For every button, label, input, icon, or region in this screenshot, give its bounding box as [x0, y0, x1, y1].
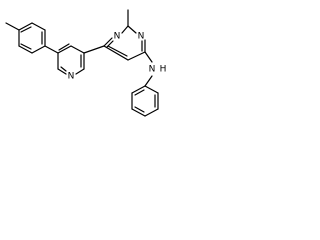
- bond: [144, 85, 159, 94]
- pyrimidine-n3-label: N: [138, 32, 145, 42]
- bond: [127, 25, 137, 34]
- bonds: [5, 9, 159, 117]
- bond: [144, 108, 159, 117]
- bond: [5, 22, 20, 31]
- bond: [103, 45, 129, 61]
- atom-labels: N N N N H: [68, 32, 167, 82]
- bond: [44, 45, 59, 54]
- bond: [131, 85, 146, 94]
- structure-canvas: N N N N H: [0, 0, 189, 121]
- bond: [60, 66, 67, 72]
- bond: [20, 43, 32, 50]
- bond: [20, 26, 32, 33]
- bond: [121, 25, 129, 34]
- bond: [144, 51, 153, 63]
- bond: [107, 45, 128, 57]
- bond: [131, 108, 146, 117]
- bond: [31, 22, 46, 31]
- bond: [144, 75, 153, 87]
- pyridine-n-label: N: [68, 72, 75, 82]
- amine-h-label: H: [160, 65, 167, 75]
- amine-n-label: N: [149, 65, 156, 75]
- bond: [18, 22, 33, 31]
- bond: [127, 51, 146, 61]
- molecule-structure: N N N N H: [5, 9, 167, 117]
- bond: [134, 89, 145, 96]
- bond: [83, 45, 105, 54]
- bond: [58, 43, 70, 51]
- bond: [134, 106, 145, 113]
- bond: [75, 68, 85, 75]
- bond: [57, 68, 67, 75]
- bond: [103, 37, 113, 47]
- bond: [31, 45, 46, 54]
- bond: [18, 45, 33, 54]
- bond: [70, 45, 85, 54]
- bond: [57, 45, 72, 54]
- pyrimidine-n1-label: N: [114, 32, 121, 42]
